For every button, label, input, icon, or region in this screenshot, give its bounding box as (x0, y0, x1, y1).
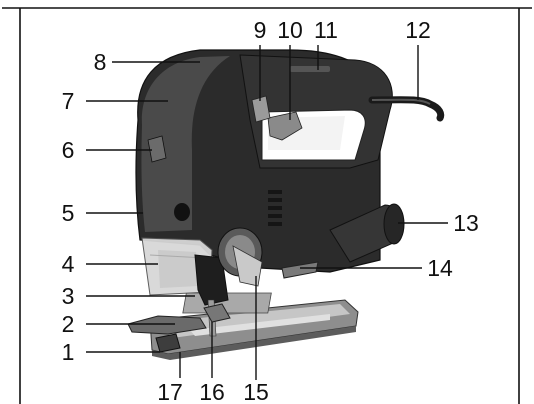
blade-holder (194, 254, 229, 306)
callout-1: 1 (62, 339, 75, 365)
pendulum-knob (217, 227, 263, 287)
front-guide (155, 333, 181, 353)
callout-11: 11 (314, 17, 338, 43)
callout-5: 5 (62, 200, 75, 226)
jigsaw-illustration (127, 49, 445, 360)
callout-7: 7 (62, 88, 75, 114)
callout-3: 3 (62, 283, 75, 309)
callout-2: 2 (62, 311, 75, 337)
callout-6: 6 (62, 137, 75, 163)
callout-9: 9 (254, 17, 267, 43)
guide-roller (203, 303, 231, 323)
dust-port (329, 203, 405, 263)
side-slider (281, 261, 319, 279)
callout-10: 10 (277, 17, 303, 43)
vent-slots (268, 190, 282, 226)
callout-14: 14 (427, 255, 453, 281)
callout-8: 8 (94, 49, 107, 75)
speed-dial (147, 135, 167, 163)
callout-numbers: 1 2 3 4 5 6 7 8 9 10 11 12 13 14 15 16 1… (62, 17, 479, 404)
leader-lines (86, 45, 448, 380)
callout-13: 13 (453, 210, 479, 236)
blade-guard (141, 237, 213, 296)
callout-15: 15 (243, 379, 269, 404)
bevel-lever (127, 315, 207, 335)
lock-on-button (251, 95, 271, 123)
callout-4: 4 (62, 251, 75, 277)
callout-16: 16 (199, 379, 225, 404)
trigger-switch (267, 111, 303, 141)
callout-12: 12 (405, 17, 431, 43)
front-screw (174, 203, 190, 221)
callout-17: 17 (157, 379, 183, 404)
